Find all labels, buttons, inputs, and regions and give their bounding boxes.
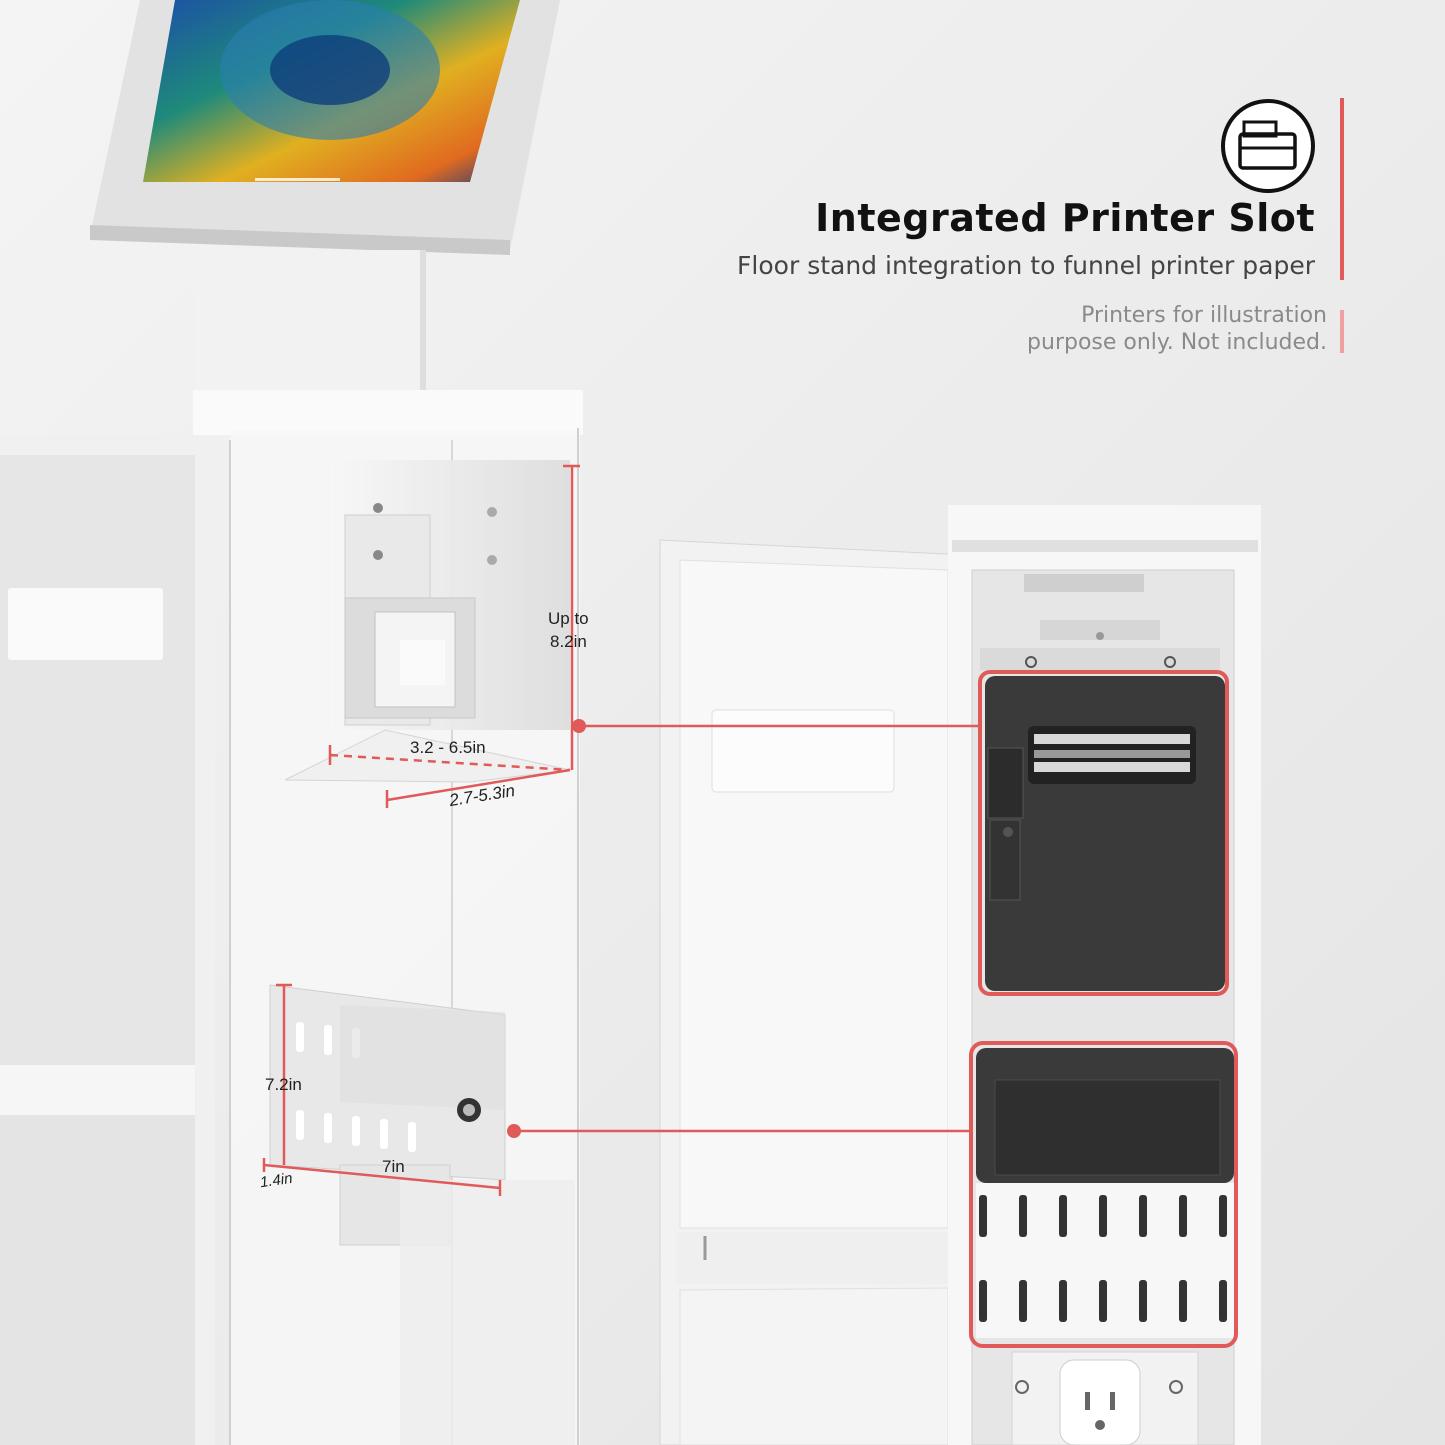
disclaimer-note: Printers for illustration purpose only. … <box>907 302 1327 356</box>
callout-connectors <box>507 719 982 1138</box>
lower-width-label: 7in <box>382 1157 405 1176</box>
printer-icon <box>1221 99 1315 193</box>
lower-receipt-printer <box>976 1048 1234 1338</box>
kiosk-neck <box>196 250 426 395</box>
lower-height-label: 7.2in <box>265 1075 302 1094</box>
kiosk-collar <box>193 390 583 435</box>
upper-width-label: 3.2 - 6.5in <box>410 738 486 757</box>
feature-subtitle: Floor stand integration to funnel printe… <box>737 251 1315 280</box>
right-cabinet-door <box>659 539 966 1445</box>
lower-printer-highlight <box>969 1041 1238 1348</box>
upper-height-label-line-1: Up to <box>548 609 589 628</box>
left-cabinet <box>0 435 215 1445</box>
upper-printer-bracket <box>284 460 571 783</box>
upper-receipt-printer <box>985 676 1225 991</box>
feature-title: Integrated Printer Slot <box>815 196 1315 240</box>
power-outlet-panel <box>1011 1351 1199 1445</box>
upper-dimension-lines <box>328 464 580 808</box>
upper-printer-highlight <box>978 670 1229 996</box>
tablet-enclosure <box>90 0 560 255</box>
lower-dimension-lines <box>262 983 502 1196</box>
disclaimer-line-1: Printers for illustration <box>1081 303 1327 328</box>
upper-height-label-line-2: 8.2in <box>550 632 587 651</box>
lower-mounting-bracket <box>269 984 575 1445</box>
disclaimer-line-2: purpose only. Not included. <box>1027 330 1327 355</box>
disclaimer-accent-bar <box>1340 310 1344 353</box>
title-accent-bar <box>1340 98 1344 280</box>
